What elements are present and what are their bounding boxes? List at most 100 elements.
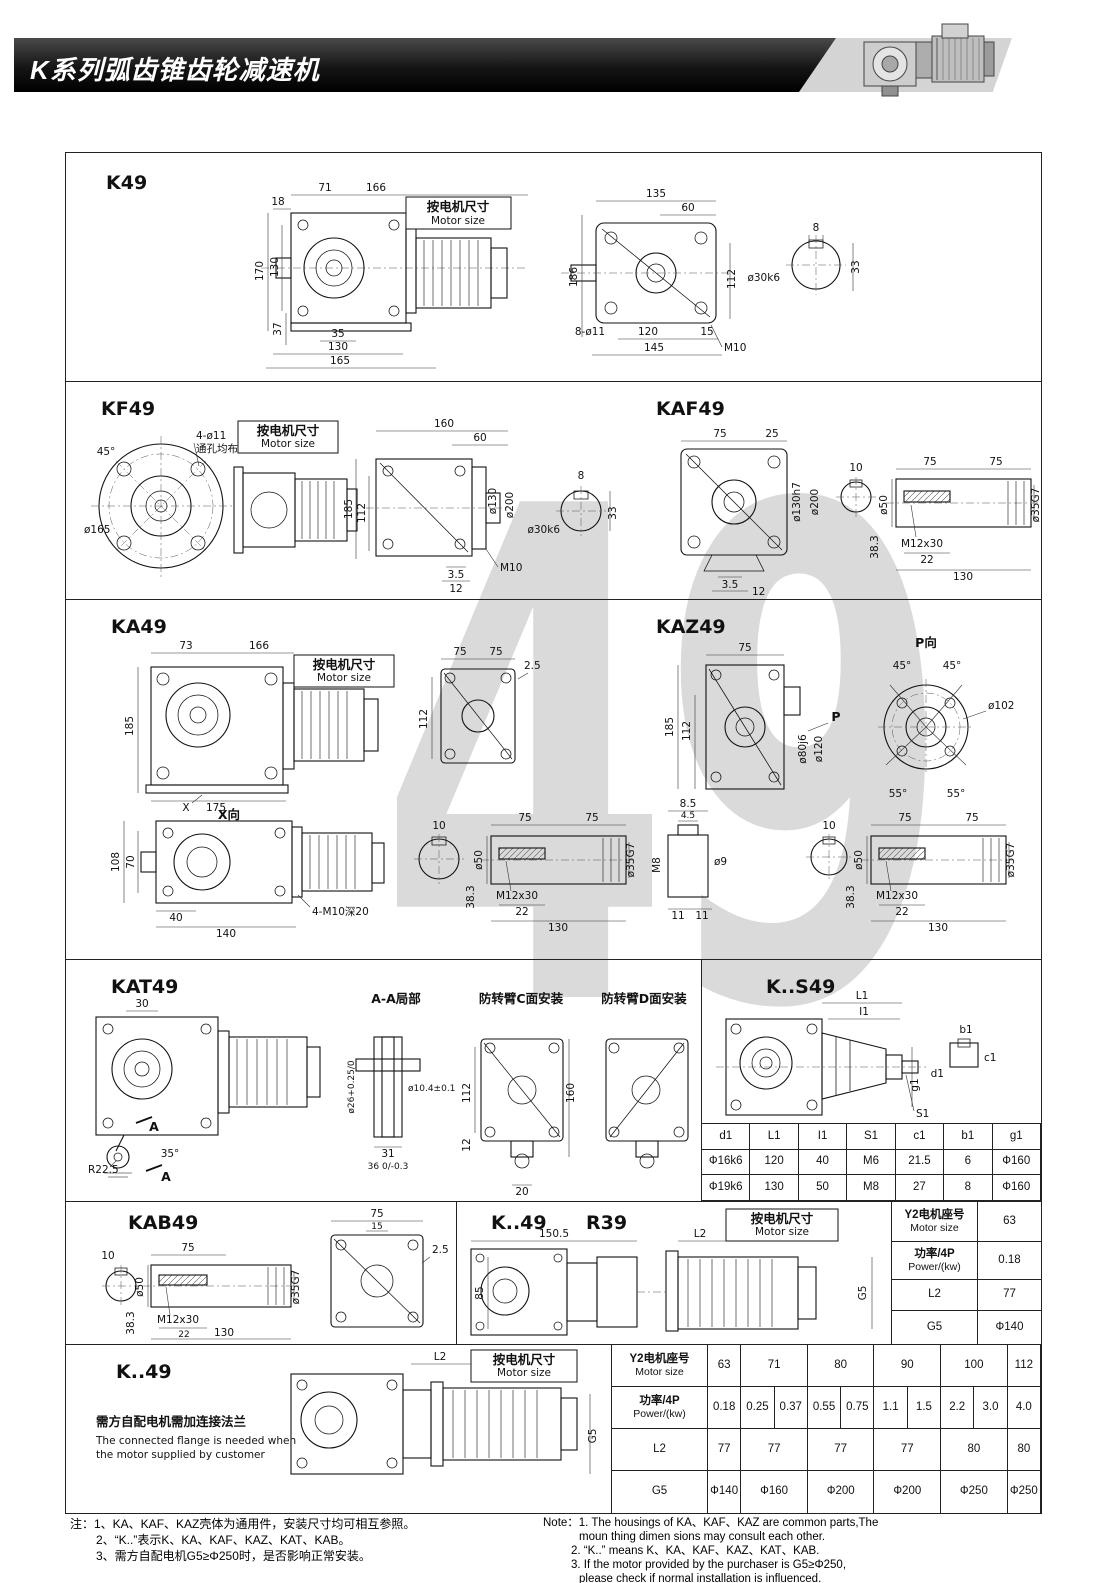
- table-cell: 0.37: [773, 1386, 808, 1429]
- view-caption: A-A局部: [371, 991, 421, 1006]
- dim-label: 75: [713, 428, 726, 440]
- ka49-front-view: [440, 668, 516, 764]
- section-kf49-kaf49: KF49 4-ø11 通孔均布 45° ø165 按电机尺寸 Motor siz…: [84, 398, 1042, 598]
- shaft-section: [861, 835, 1016, 885]
- dim-label: 45°: [893, 660, 912, 672]
- notes-cn: 注：1、KA、KAF、KAZ壳体为通用件，安装尺寸均可相互参照。 2、“K..”…: [70, 1516, 415, 1564]
- dim-label: 75: [370, 1208, 383, 1220]
- dim-label: G5: [857, 1286, 869, 1301]
- section-k49-bottom: K..49 需方自配电机需加连接法兰 The connected flange …: [95, 1349, 599, 1475]
- table-cell: 4.0: [1006, 1386, 1042, 1429]
- key-profile-detail: 8.5 4.5 M8 ø9 11 11: [651, 798, 727, 922]
- table-cell: 40: [797, 1148, 848, 1176]
- ka49-dimensions: 73 166 185 175 X X向: [124, 640, 294, 822]
- dim-label: M12x30: [901, 538, 943, 550]
- dim-label: c1: [984, 1052, 996, 1064]
- dim-label: 130: [953, 571, 973, 583]
- table-cell: 77: [706, 1428, 742, 1471]
- dim-label: b1: [959, 1024, 972, 1036]
- dim-label: G5: [587, 1429, 599, 1444]
- table-cell: 63: [977, 1201, 1042, 1242]
- dim-label: 38.3: [465, 885, 477, 908]
- dim-label: 108: [110, 852, 122, 872]
- dim-label: 140: [216, 928, 236, 940]
- kf49-section-view: [366, 458, 511, 557]
- dim-label: 166: [249, 640, 269, 652]
- kab49-flange-view: 75 15 2.5: [330, 1208, 449, 1328]
- dim-label: 75: [923, 456, 936, 468]
- kab49-shaft-detail: 10 75 ø50 ø35G7 M12x30 22 130 38.3: [101, 1242, 302, 1340]
- dim-label: 130: [269, 257, 281, 277]
- dim-label: 55°: [947, 788, 966, 800]
- view-caption: P向: [915, 635, 937, 650]
- section-mark: A: [149, 1119, 159, 1134]
- table-cell: Ф200: [806, 1470, 875, 1514]
- section-title: KAF49: [656, 398, 725, 420]
- motor-size-box: 按电机尺寸 Motor size: [470, 1349, 578, 1383]
- table-label-en: Motor size: [635, 1366, 684, 1379]
- dim-label: 8: [578, 470, 585, 482]
- dim-label: 112: [681, 721, 693, 741]
- kaz49-front-view: [705, 664, 801, 790]
- motor-size-label-en: Motor size: [755, 1226, 809, 1238]
- dim-label: 112: [461, 1083, 473, 1103]
- dim-label: 30: [135, 998, 148, 1010]
- dim-label: ø165: [84, 524, 110, 536]
- dim-label: 38.3: [869, 535, 881, 558]
- note-line: please check if normal installation is i…: [579, 1573, 822, 1583]
- section-title: KA49: [111, 616, 167, 638]
- dim-label: X: [182, 802, 189, 814]
- table-cell: 130: [749, 1174, 799, 1201]
- dim-label: ø35G7: [1030, 488, 1042, 523]
- dim-label: 15: [700, 326, 713, 338]
- dim-label: 60: [473, 432, 486, 444]
- dim-label: 4-M10深20: [312, 906, 369, 918]
- ks49-drawing: [716, 1018, 926, 1116]
- note-line: moun thing dimen sions may consult each …: [579, 1531, 826, 1543]
- dim-label: 33: [850, 260, 862, 273]
- table-cell: M6: [846, 1148, 896, 1176]
- dim-label: 12: [449, 583, 462, 595]
- dim-label: 60: [681, 202, 694, 214]
- dim-label: R22.5: [88, 1164, 119, 1176]
- motor-size-label-en: Motor size: [317, 672, 371, 684]
- table-cell: M8: [846, 1174, 896, 1201]
- table-cell: 8: [943, 1174, 993, 1201]
- ka49-x-dimensions: 108 70 40 140 4-M10深20: [110, 821, 369, 940]
- dim-label: M10: [724, 342, 746, 354]
- dim-label: 166: [366, 182, 386, 194]
- header-band: [14, 38, 836, 92]
- table-cell: 0.18: [977, 1241, 1042, 1280]
- table-cell: 77: [806, 1428, 875, 1471]
- dim-label: L1: [856, 990, 869, 1002]
- dim-label: 75: [585, 812, 598, 824]
- ka49-front-dimensions: 75 75 2.5 112: [418, 646, 541, 759]
- dim-label: ø200: [504, 492, 516, 518]
- note-line: 3、需方自配电机G5≥Φ250时，是否影响正常安装。: [96, 1549, 371, 1563]
- dim-label: 130: [928, 922, 948, 934]
- section-title: K49: [106, 172, 147, 194]
- dim-label: 3.5: [448, 569, 465, 581]
- dim-label: ø50: [878, 495, 890, 515]
- dim-label: ø130h7: [791, 482, 803, 522]
- dim-label: ø35G7: [1005, 843, 1017, 878]
- divider: [701, 959, 702, 1201]
- table-cell: Ф160: [991, 1174, 1042, 1201]
- dim-label: 12: [461, 1138, 473, 1151]
- r39-table: Y2电机座号 Motor size 63 功率/4P Power/(kw) 0.…: [891, 1201, 1042, 1345]
- table-cell: Ф140: [977, 1310, 1042, 1345]
- note-line: 注：1、KA、KAF、KAZ壳体为通用件，安装尺寸均可相互参照。: [70, 1517, 416, 1531]
- shaft-section: [142, 1264, 302, 1308]
- section-title: R39: [586, 1212, 627, 1234]
- dim-label: 22: [178, 1330, 189, 1340]
- table-cell: Ф160: [740, 1470, 808, 1514]
- dim-label: 75: [453, 646, 466, 658]
- table-cell: 77: [740, 1428, 808, 1471]
- motor-size-label-en: Motor size: [497, 1367, 551, 1379]
- dim-label: 71: [318, 182, 331, 194]
- dim-label: 120: [638, 326, 658, 338]
- table-cell: 1.5: [906, 1386, 942, 1429]
- dim-label: 185: [664, 717, 676, 737]
- view-caption: 防转臂C面安装: [479, 991, 564, 1006]
- dim-label: ø102: [988, 700, 1014, 712]
